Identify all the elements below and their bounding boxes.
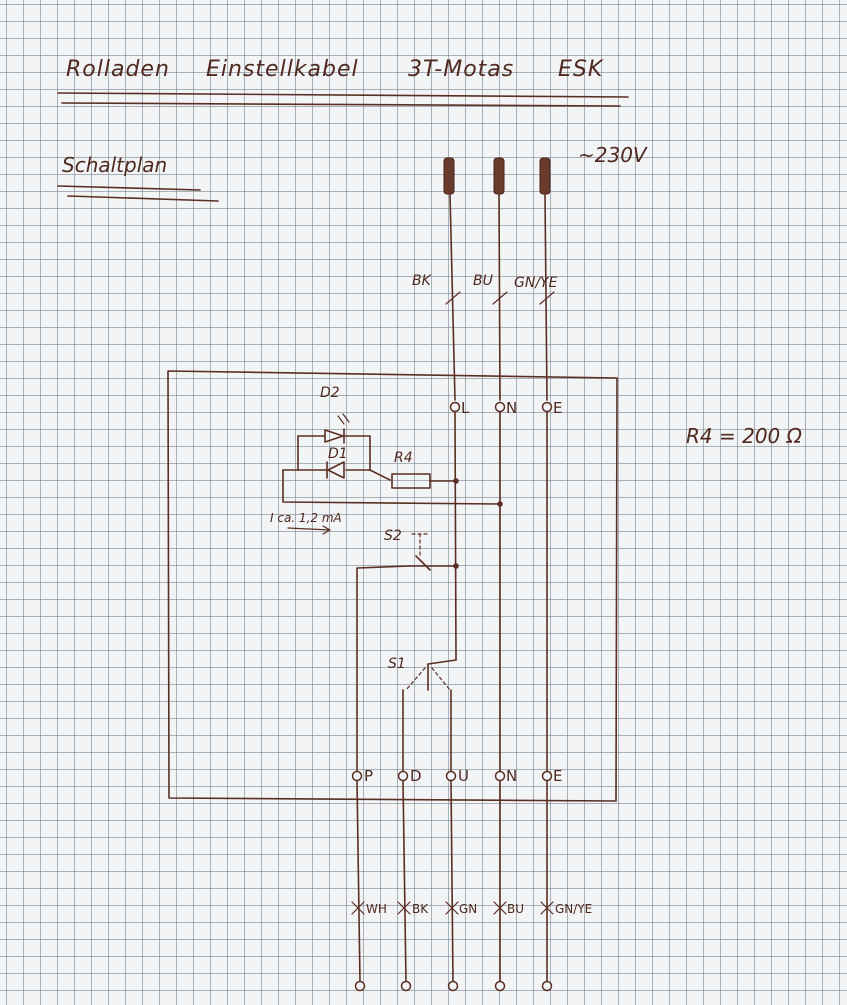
d1-label: D1: [328, 446, 348, 462]
output-wire-gn: [450, 780, 454, 983]
s2-blade: [415, 555, 431, 571]
wire-mark-gnye-out: [540, 901, 554, 915]
d2-label: D2: [320, 385, 340, 401]
terminal-d: [397, 770, 409, 782]
title-underline-2: [61, 102, 621, 107]
supply-wire-label-bu: BU: [473, 273, 493, 289]
plug-e: [539, 157, 551, 195]
d2-right-lead: [344, 435, 371, 471]
s1-common: [427, 659, 457, 691]
wire-mark-bk: [445, 291, 461, 305]
wire-end-gn: [447, 980, 459, 992]
output-wire-wh: [356, 780, 361, 983]
terminal-n-bottom: [494, 770, 506, 782]
output-wire-bk: [402, 780, 407, 983]
title-part-4: ESK: [558, 57, 604, 82]
title-part-3: 3T-Motas: [408, 57, 514, 82]
title: Rolladen Einstellkabel 3T-Motas ESK: [57, 57, 629, 107]
terminal-label-l: L: [461, 399, 470, 417]
wire-end-bu: [494, 980, 506, 992]
terminal-n-top: [494, 401, 506, 413]
title-part-2: Einstellkabel: [206, 57, 359, 82]
supply-wire-label-bk: BK: [412, 273, 433, 289]
terminal-u: [445, 770, 457, 782]
wire-l-supply: [449, 193, 456, 401]
wire-l-internal: [454, 411, 457, 661]
terminal-label-u: U: [458, 767, 469, 785]
wire-mark-bk-out: [397, 901, 411, 915]
wire-end-wh: [354, 980, 366, 992]
supply-wire-label-gnye: GN/YE: [514, 275, 558, 291]
r4-resistor: [391, 473, 431, 489]
terminal-e-top: [541, 401, 553, 413]
plug-n: [493, 157, 505, 195]
junction-n: [497, 501, 503, 507]
terminal-label-n-bottom: N: [506, 767, 517, 785]
terminal-e-bottom: [541, 770, 553, 782]
r4-label: R4: [394, 450, 413, 466]
current-arrow: [287, 525, 332, 535]
s1-actuator: [405, 667, 451, 691]
output-wire-label-gn: GN: [459, 902, 477, 916]
junction-s2-l: [453, 563, 459, 569]
wire-end-gnye: [541, 980, 553, 992]
wire-mark-gnye: [539, 291, 555, 305]
plug-l: [443, 157, 455, 195]
resistor-value-note: R4 = 200 Ω: [686, 424, 803, 448]
terminal-label-d: D: [410, 767, 422, 785]
current-label: I ca. 1,2 mA: [270, 511, 342, 525]
terminal-label-n-top: N: [506, 399, 517, 417]
output-wire-label-bk: BK: [412, 902, 429, 916]
wire-n-supply: [498, 193, 501, 401]
d1-diode-symbol: [327, 461, 345, 479]
junction-r4-l: [453, 478, 459, 484]
d2-light-arrows: [337, 413, 350, 425]
enclosure-box: [167, 370, 618, 802]
output-wire-label-wh: WH: [366, 902, 387, 916]
s2-label: S2: [384, 528, 402, 544]
terminal-label-e-bottom: E: [553, 767, 562, 785]
terminal-label-e-top: E: [553, 399, 562, 417]
terminal-label-p: P: [364, 767, 373, 785]
terminal-l: [449, 401, 461, 413]
wire-mark-gn: [445, 901, 459, 915]
s2-actuator: [411, 533, 429, 557]
d1-right-lead: [345, 469, 391, 481]
terminal-p: [351, 770, 363, 782]
wire-mark-bu-out: [493, 901, 507, 915]
output-wire-label-bu: BU: [507, 902, 524, 916]
wire-end-bk: [400, 980, 412, 992]
s2-wire-to-p: [356, 565, 411, 773]
wire-e-supply: [544, 193, 548, 401]
wire-mark-bu: [492, 291, 508, 305]
title-underline-1: [57, 92, 629, 98]
subtitle-underline-1: [57, 185, 201, 191]
d2-diode-symbol: [324, 429, 344, 443]
output-wire-label-gnye: GN/YE: [555, 902, 592, 916]
s1-label: S1: [388, 656, 406, 672]
wire-mark-wh: [351, 901, 365, 915]
led-return-to-n: [282, 469, 501, 505]
subtitle: Schaltplan: [62, 153, 167, 177]
title-part-1: Rolladen: [66, 57, 170, 82]
subtitle-underline-2: [67, 195, 219, 202]
supply-voltage-label: ~230V: [578, 143, 648, 167]
